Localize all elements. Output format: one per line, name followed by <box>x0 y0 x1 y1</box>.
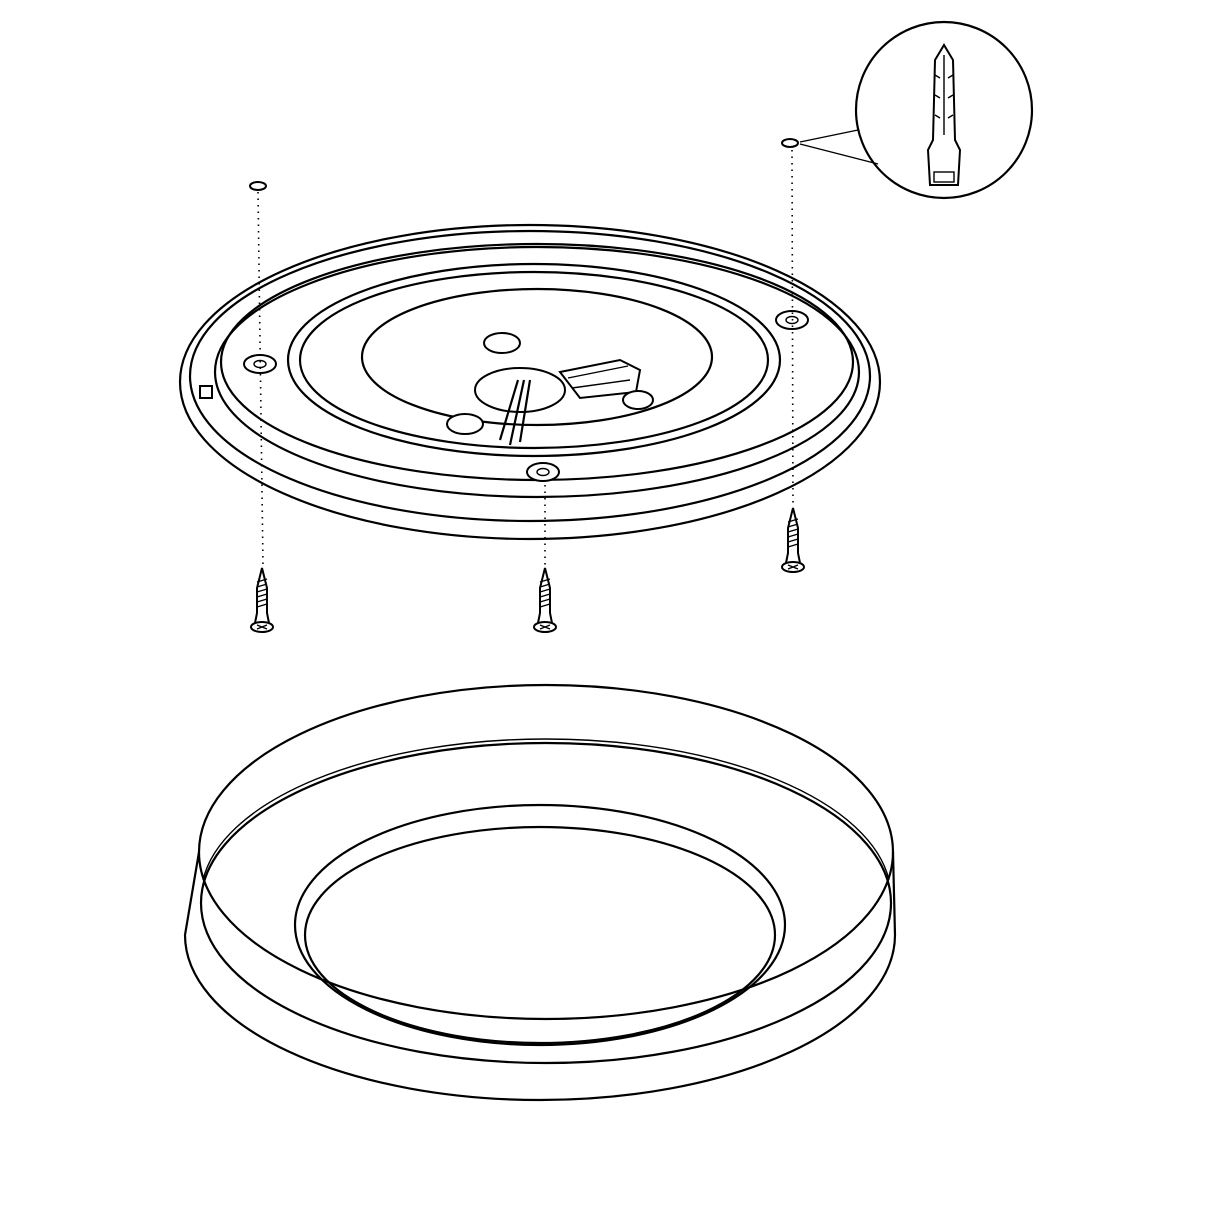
mounting-hole <box>243 354 277 374</box>
screw <box>250 567 274 633</box>
mounting-hole <box>526 462 560 482</box>
wall-plug-detail <box>799 20 1034 200</box>
wall-plug <box>781 138 799 148</box>
wall-plug <box>249 181 267 191</box>
mounting-plate <box>178 223 882 541</box>
alignment-guides <box>257 149 794 566</box>
screw <box>533 567 557 633</box>
screw <box>781 507 805 573</box>
lamp-cover <box>183 683 897 1102</box>
